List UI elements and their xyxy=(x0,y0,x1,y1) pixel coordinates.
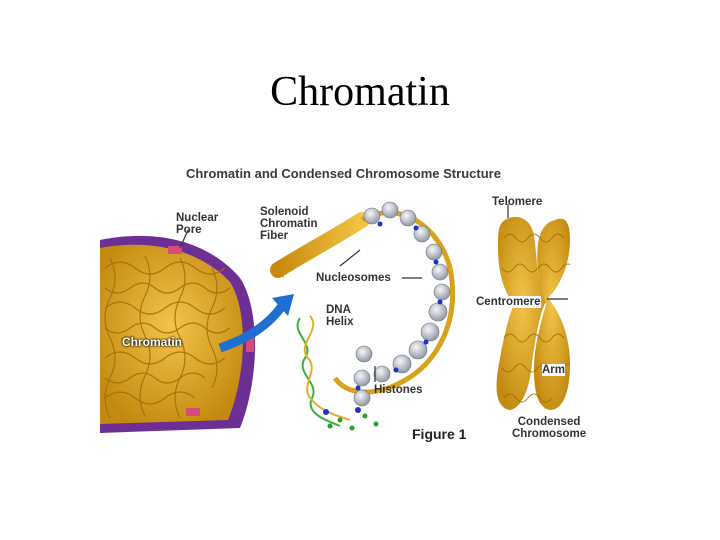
label-telomere: Telomere xyxy=(492,196,543,208)
nucleus xyxy=(100,235,255,433)
figure-illustration xyxy=(100,201,570,433)
nucleosome-coil xyxy=(332,201,456,407)
condensed-chromosome xyxy=(496,216,570,410)
zoom-arrow xyxy=(218,303,286,353)
chromatin-figure: Chromatin and Condensed Chromosome Struc… xyxy=(100,158,586,448)
label-histones: Histones xyxy=(374,384,423,396)
label-arm: Arm xyxy=(542,364,566,376)
dna-helix xyxy=(296,315,379,431)
label-nucleosomes: Nucleosomes xyxy=(316,272,391,284)
solenoid-fiber xyxy=(270,212,370,278)
slide-title: Chromatin xyxy=(270,69,450,115)
label-centromere: Centromere xyxy=(476,296,541,308)
figure-title: Chromatin and Condensed Chromosome Struc… xyxy=(186,166,501,181)
leader-lines xyxy=(179,204,568,382)
figure-caption: Figure 1 xyxy=(412,426,467,442)
label-chromatin: Chromatin xyxy=(122,335,182,349)
